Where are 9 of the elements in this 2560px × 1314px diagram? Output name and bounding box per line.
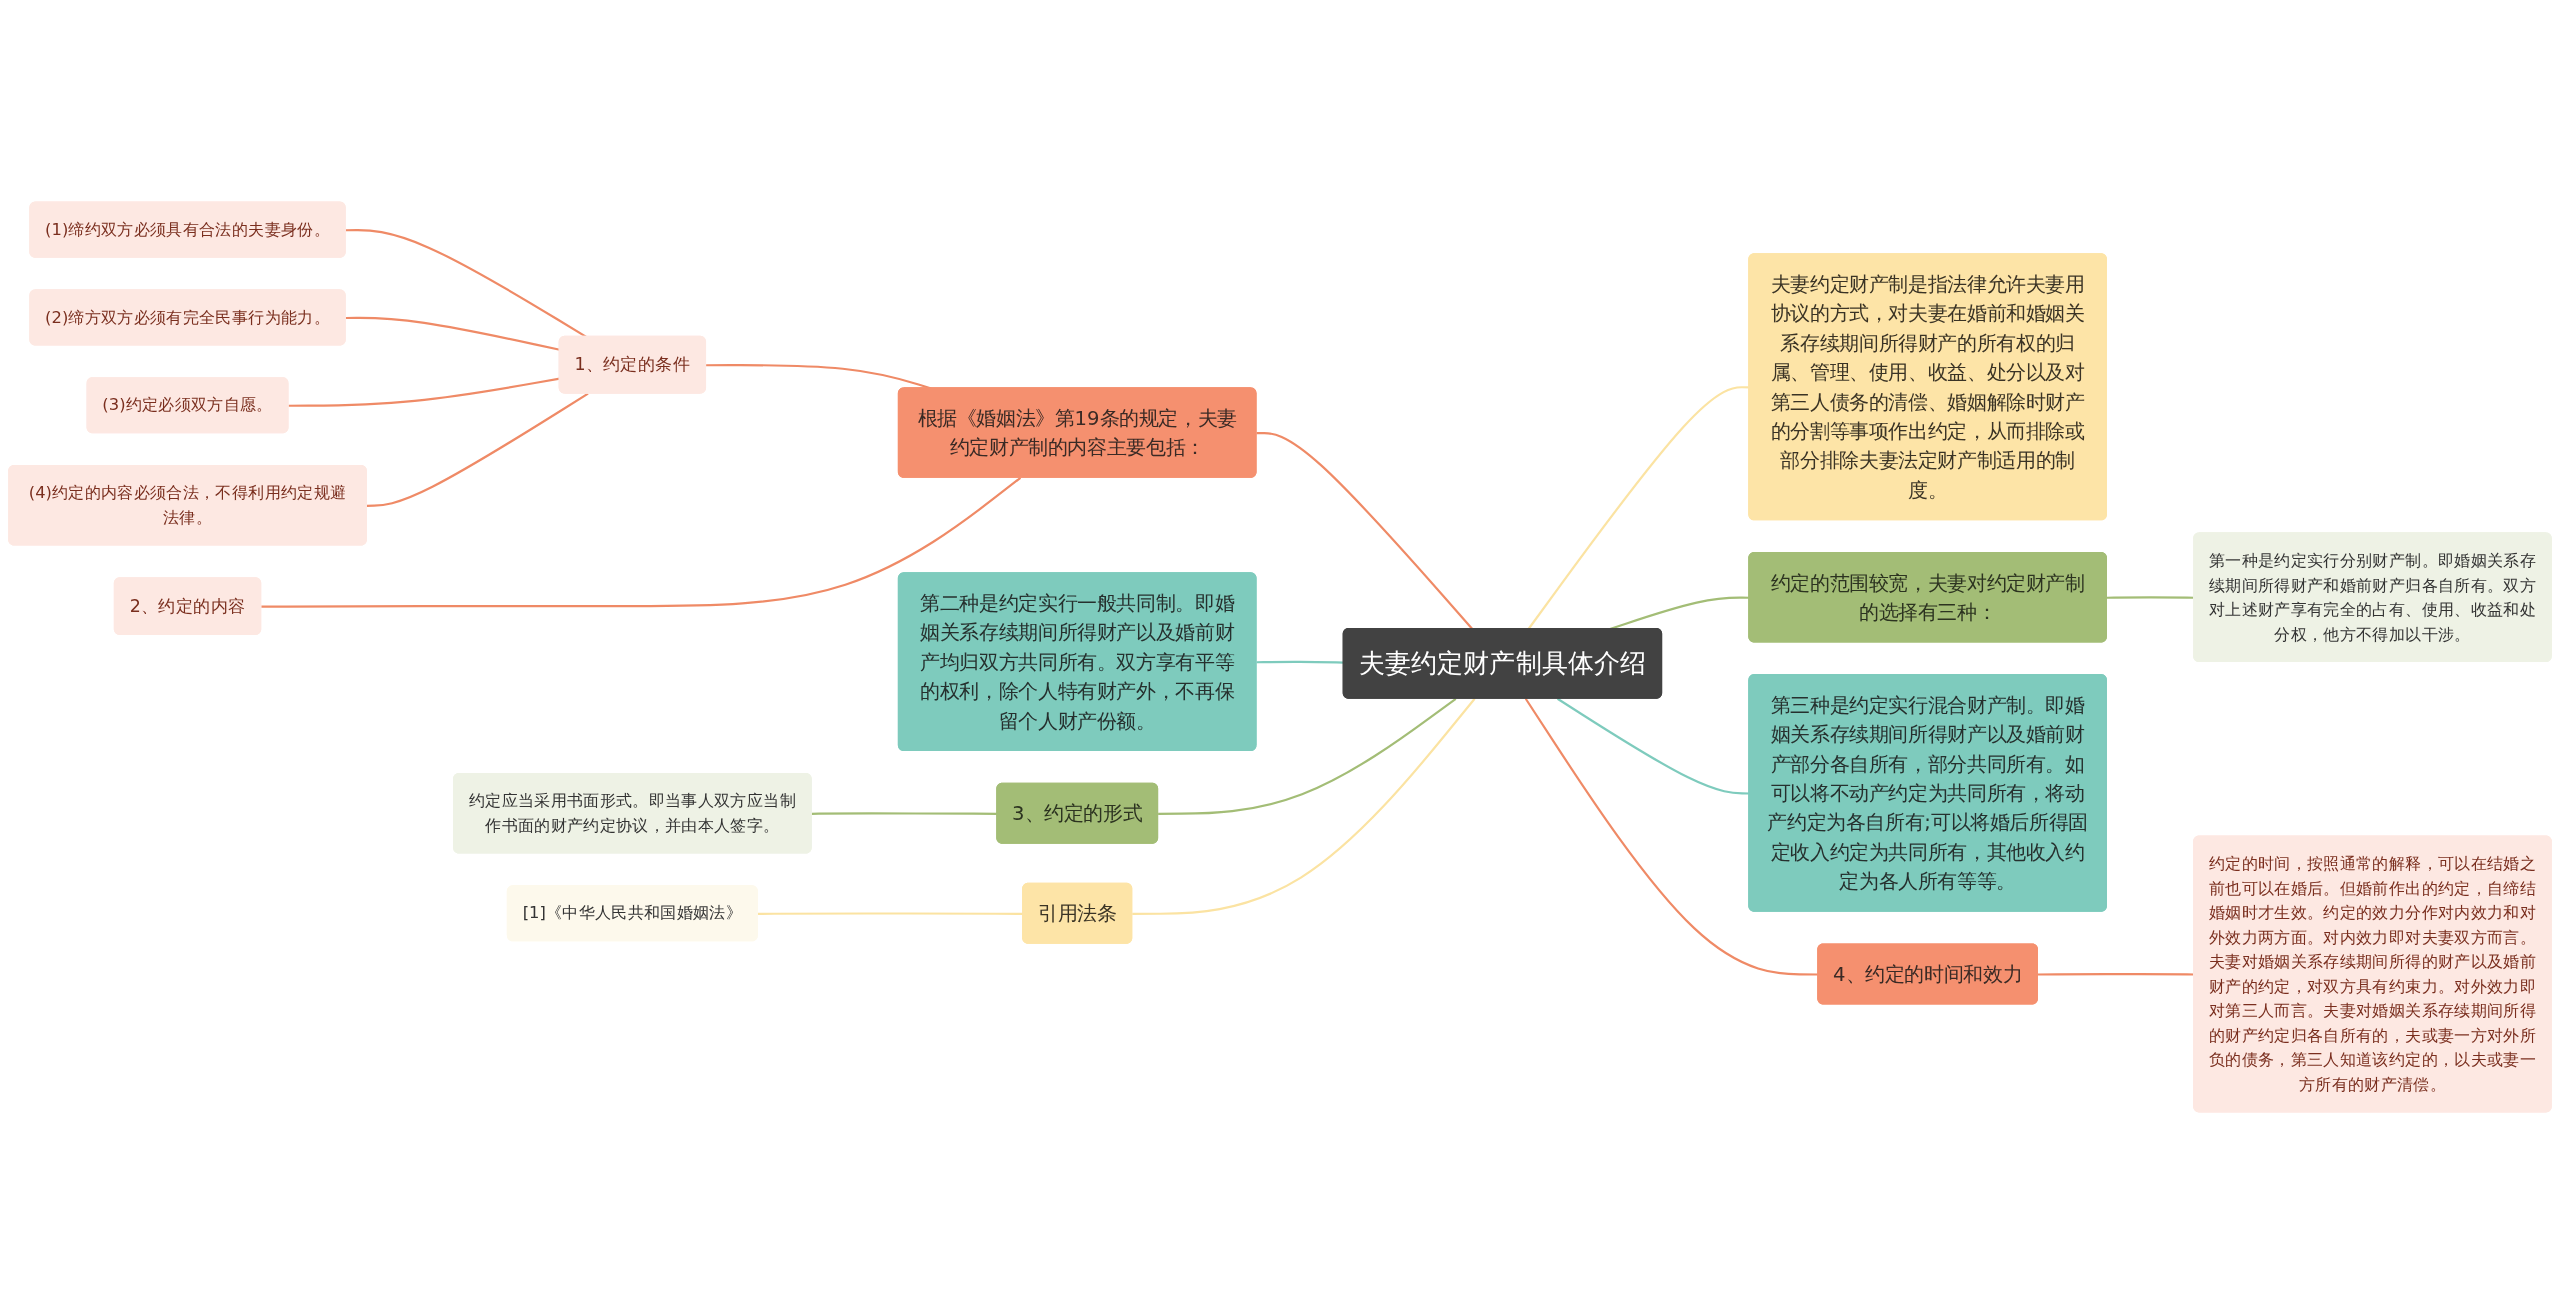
connector <box>1256 660 1344 664</box>
connector <box>345 229 587 338</box>
connector <box>345 316 560 351</box>
connector <box>1132 698 1476 915</box>
connector <box>1158 697 1457 815</box>
connector <box>288 377 560 407</box>
connector <box>366 392 589 507</box>
connector <box>1256 431 1474 630</box>
connector <box>261 477 1022 608</box>
